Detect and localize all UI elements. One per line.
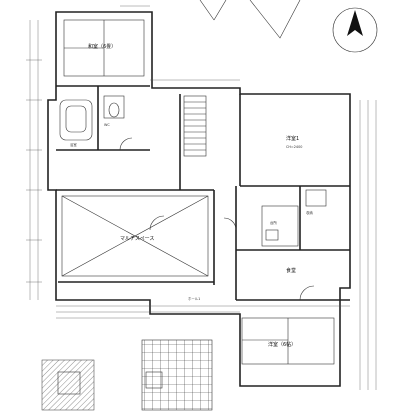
washitsu-room: 和室（6畳） xyxy=(63,19,145,77)
bath-area: 浴室 xyxy=(59,99,93,147)
storage-area: 収納 xyxy=(305,189,327,215)
door-swings xyxy=(119,137,315,301)
living-label: 洋室1 xyxy=(286,135,299,142)
entry-terrace xyxy=(41,339,213,411)
bedroom-label: 洋室（6帖） xyxy=(268,341,296,348)
interior-walls xyxy=(56,85,350,301)
compass-icon xyxy=(332,7,378,53)
dining-label: 食堂 xyxy=(286,267,296,274)
storage-label: 収納 xyxy=(306,210,313,215)
svg-text:CH=2400: CH=2400 xyxy=(286,145,302,149)
staircase xyxy=(183,95,207,157)
hall-label: ホール1 xyxy=(188,296,200,301)
outer-walls xyxy=(47,11,351,387)
multi-space-label: マルチスペース xyxy=(120,236,154,242)
bath-label: 浴室 xyxy=(70,142,77,147)
kitchen-label: 台所 xyxy=(270,220,277,225)
bedroom-room: 洋室（6帖） xyxy=(241,317,335,365)
dimension-lines xyxy=(29,5,377,390)
toilet-area: WC xyxy=(103,95,125,127)
hall-area: ホール1 xyxy=(188,296,200,301)
washitsu-label: 和室（6畳） xyxy=(88,43,116,50)
kitchen-area: 台所 xyxy=(261,205,299,247)
living-room: 洋室1 CH=2400 xyxy=(286,135,302,149)
multi-space-room: マルチスペース xyxy=(61,195,209,277)
site-boundary xyxy=(199,0,301,39)
dining-area: 食堂 xyxy=(286,267,296,274)
dimension-ticks xyxy=(26,59,42,283)
toilet-label: WC xyxy=(104,123,110,127)
